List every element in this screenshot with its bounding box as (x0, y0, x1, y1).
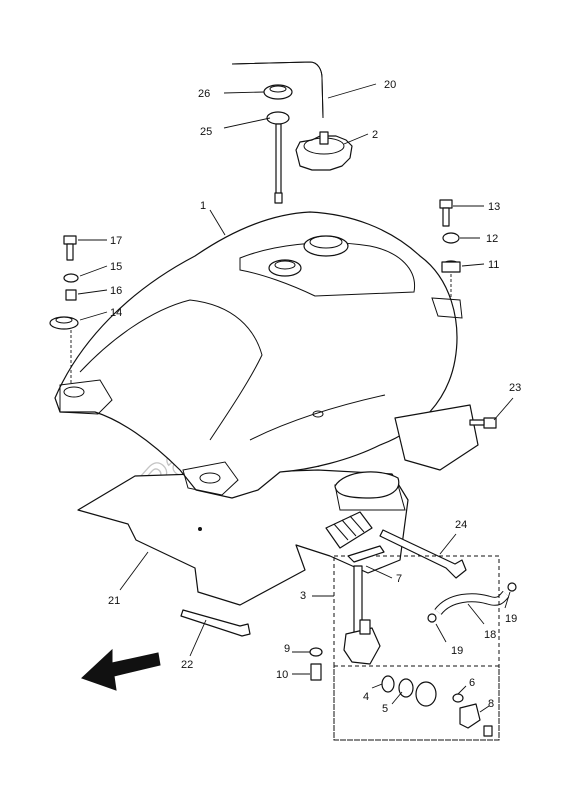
callout-16: 16 (110, 285, 122, 297)
callout-9: 9 (284, 643, 290, 655)
callout-19b: 19 (505, 613, 517, 625)
callout-7: 7 (396, 573, 402, 585)
fuel-cock (343, 545, 385, 665)
callout-5: 5 (382, 703, 388, 715)
callout-22: 22 (181, 659, 193, 671)
callout-26: 26 (198, 88, 210, 100)
callout-1: 1 (200, 200, 206, 212)
hose-clip-right (507, 582, 517, 592)
fuel-tank (54, 211, 463, 499)
collar-left (65, 289, 77, 301)
callout-3: 3 (300, 590, 306, 602)
callout-25: 25 (200, 126, 212, 138)
fuel-filter (325, 511, 373, 549)
filler-neck (303, 235, 349, 257)
callout-15: 15 (110, 261, 122, 273)
side-bracket (394, 404, 479, 471)
collar-right (442, 232, 460, 244)
callout-18: 18 (484, 629, 496, 641)
callout-19a: 19 (451, 645, 463, 657)
callout-12: 12 (486, 233, 498, 245)
knob (459, 703, 481, 729)
callout-21: 21 (108, 595, 120, 607)
o-ring (381, 675, 395, 693)
damper-left (49, 316, 79, 330)
washer-left (63, 273, 79, 283)
callout-24: 24 (455, 519, 467, 531)
band (379, 529, 467, 579)
callout-labels: 1 2 3 4 5 6 7 8 9 10 11 12 13 14 15 16 1… (108, 79, 521, 715)
bolt-left (63, 235, 77, 261)
sender-grommet (268, 259, 302, 277)
fuel-cock-box (333, 555, 500, 741)
screw-6 (452, 693, 464, 703)
callout-23: 23 (509, 382, 521, 394)
mounting-plate (77, 469, 409, 606)
hose-clip-left (427, 613, 437, 623)
callout-4: 4 (363, 691, 369, 703)
callout-13: 13 (488, 201, 500, 213)
fuel-cap (295, 131, 353, 171)
seal-ring (263, 84, 293, 100)
callout-10: 10 (276, 669, 288, 681)
callout-17: 17 (110, 235, 122, 247)
bolt-10 (310, 663, 322, 681)
callout-2: 2 (372, 129, 378, 141)
callout-14: 14 (110, 307, 122, 319)
damper-right (441, 260, 461, 273)
fuel-sender (266, 111, 290, 204)
callout-8: 8 (488, 698, 494, 710)
bracket-bolt (469, 417, 497, 429)
callout-6: 6 (469, 677, 475, 689)
lever-plate (415, 681, 437, 707)
clamp-band (180, 609, 251, 637)
bolt-right (439, 199, 453, 227)
washer-9 (309, 647, 323, 657)
callout-20: 20 (384, 79, 396, 91)
callout-11: 11 (488, 259, 499, 271)
front-direction-arrow-icon (81, 648, 161, 691)
gasket (398, 678, 414, 698)
tank-rubber-mount (334, 471, 400, 499)
leader-lines (77, 83, 514, 713)
screw-8 (483, 725, 493, 737)
